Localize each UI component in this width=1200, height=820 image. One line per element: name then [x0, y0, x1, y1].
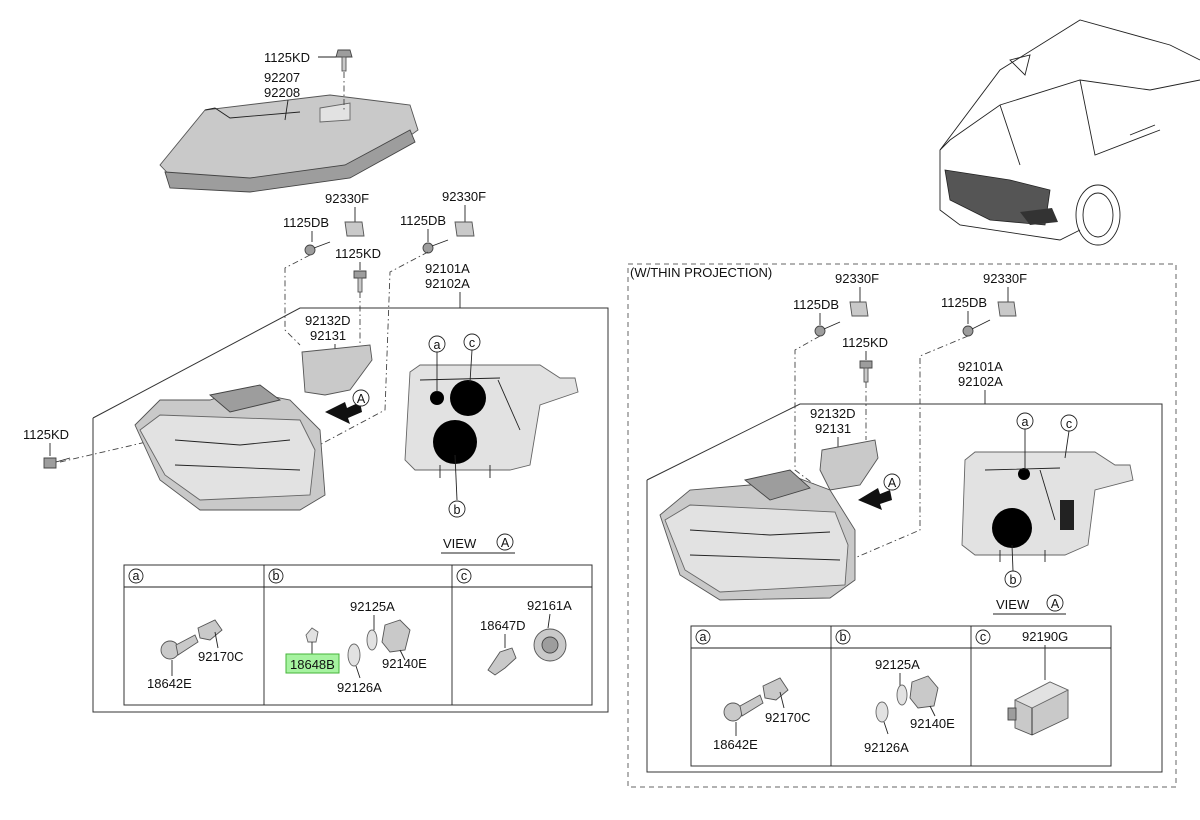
ecu-module-drawing: [1007, 681, 1070, 736]
screw-right-icon: [422, 239, 449, 254]
label-cover-left: 92330F: [325, 191, 369, 206]
r-cell-a-bulb-label: 18642E: [713, 737, 758, 752]
view-callout-c: c: [469, 336, 475, 350]
view-callout-a: a: [434, 338, 441, 352]
r-view-callout-c: c: [1066, 417, 1072, 431]
cover-right-icon: [454, 221, 475, 237]
r-bracket-drawing: [819, 439, 879, 491]
label-drl-lamp-2: 92208: [264, 85, 300, 100]
highlighted-part-box: [285, 653, 340, 674]
r-table-header-b: b: [840, 630, 847, 644]
r-label-cover-left: 92330F: [835, 271, 879, 286]
label-screw-right: 1125DB: [400, 213, 446, 228]
table-header-c: c: [461, 569, 467, 583]
r-cell-a-socket-label: 92170C: [765, 710, 811, 725]
screw-left-icon: [304, 241, 331, 256]
bracket-drawing: [301, 344, 373, 396]
cell-b-seal-label: 92125A: [350, 599, 395, 614]
r-cell-c-module-label: 92190G: [1022, 629, 1068, 644]
label-bolt-left: 1125KD: [23, 427, 69, 442]
r-view-label: VIEW: [996, 597, 1030, 612]
left-assembly: 1125KD 92207 92208 92330F 92330F 1125DB …: [23, 49, 609, 713]
drl-lamp-drawing: [159, 94, 419, 193]
rear-view-drawing: [404, 364, 579, 478]
right-assembly: (W/THIN PROJECTION) 92330F 92330F 1125DB…: [627, 263, 1177, 788]
r-rear-view-drawing: [961, 451, 1134, 562]
cell-b-ring-label: 92126A: [337, 680, 382, 695]
r-label-headlamp-1: 92101A: [958, 359, 1003, 374]
table-header-b: b: [273, 569, 280, 583]
r-table-header-c: c: [980, 630, 986, 644]
bolt-left-icon: [43, 457, 71, 469]
headlamp-drawing: [134, 384, 326, 511]
cell-c-cap-label: 92161A: [527, 598, 572, 613]
label-bolt-top: 1125KD: [264, 50, 310, 65]
label-screw-left: 1125DB: [283, 215, 329, 230]
r-headlamp-drawing: [659, 469, 856, 601]
r-label-bracket-1: 92132D: [810, 406, 856, 421]
section-title: (W/THIN PROJECTION): [630, 265, 772, 280]
bolt-top-icon: [335, 49, 353, 72]
cell-a-bulb-label: 18642E: [147, 676, 192, 691]
thin-projection-section: [627, 263, 1177, 788]
cell-a-socket-label: 92170C: [198, 649, 244, 664]
label-bracket-1: 92132D: [305, 313, 351, 328]
r-cell-b-ring-label: 92126A: [864, 740, 909, 755]
r-view-arrow-icon: [858, 488, 892, 510]
r-cover-right-icon: [997, 301, 1017, 317]
label-headlamp-1: 92101A: [425, 261, 470, 276]
r-cell-b-socket-label: 92140E: [910, 716, 955, 731]
cell-b-socket-label: 92140E: [382, 656, 427, 671]
vehicle-front-drawing: [939, 19, 1200, 246]
cell-b-bulb-label: 18648B: [290, 657, 335, 672]
bolt-mid-icon: [353, 270, 367, 293]
r-view-arrow-marker: A: [888, 476, 897, 490]
right-parts-table: a b c 92190G 18642E 92170C 92125A 92140E…: [690, 625, 1112, 767]
r-view-callout-b: b: [1010, 573, 1017, 587]
r-view-callout-a: a: [1022, 415, 1029, 429]
view-label: VIEW: [443, 536, 477, 551]
cover-left-icon: [344, 221, 365, 237]
label-bracket-2: 92131: [310, 328, 346, 343]
r-table-header-a: a: [700, 630, 707, 644]
r-label-bolt: 1125KD: [842, 335, 888, 350]
label-cover-right: 92330F: [442, 189, 486, 204]
r-label-bracket-2: 92131: [815, 421, 851, 436]
r-label-screw-left: 1125DB: [793, 297, 839, 312]
label-headlamp-2: 92102A: [425, 276, 470, 291]
r-cover-left-icon: [849, 301, 869, 317]
table-header-a: a: [133, 569, 140, 583]
view-callout-b: b: [454, 503, 461, 517]
view-arrow-marker: A: [357, 392, 366, 406]
label-drl-lamp-1: 92207: [264, 70, 300, 85]
cell-c-bulb-label: 18647D: [480, 618, 526, 633]
r-view-marker: A: [1051, 597, 1060, 611]
r-screw-left-icon: [814, 321, 841, 337]
r-cell-b-seal-label: 92125A: [875, 657, 920, 672]
r-label-screw-right: 1125DB: [941, 295, 987, 310]
r-label-cover-right: 92330F: [983, 271, 1027, 286]
r-screw-right-icon: [962, 319, 991, 337]
r-bolt-icon: [859, 360, 873, 383]
label-bolt-mid: 1125KD: [335, 246, 381, 261]
left-parts-table: a b c 18642E 92170C 18648B 92125A 92140E: [123, 564, 593, 706]
view-marker: A: [501, 536, 510, 550]
r-label-headlamp-2: 92102A: [958, 374, 1003, 389]
view-arrow-icon: [325, 402, 362, 424]
